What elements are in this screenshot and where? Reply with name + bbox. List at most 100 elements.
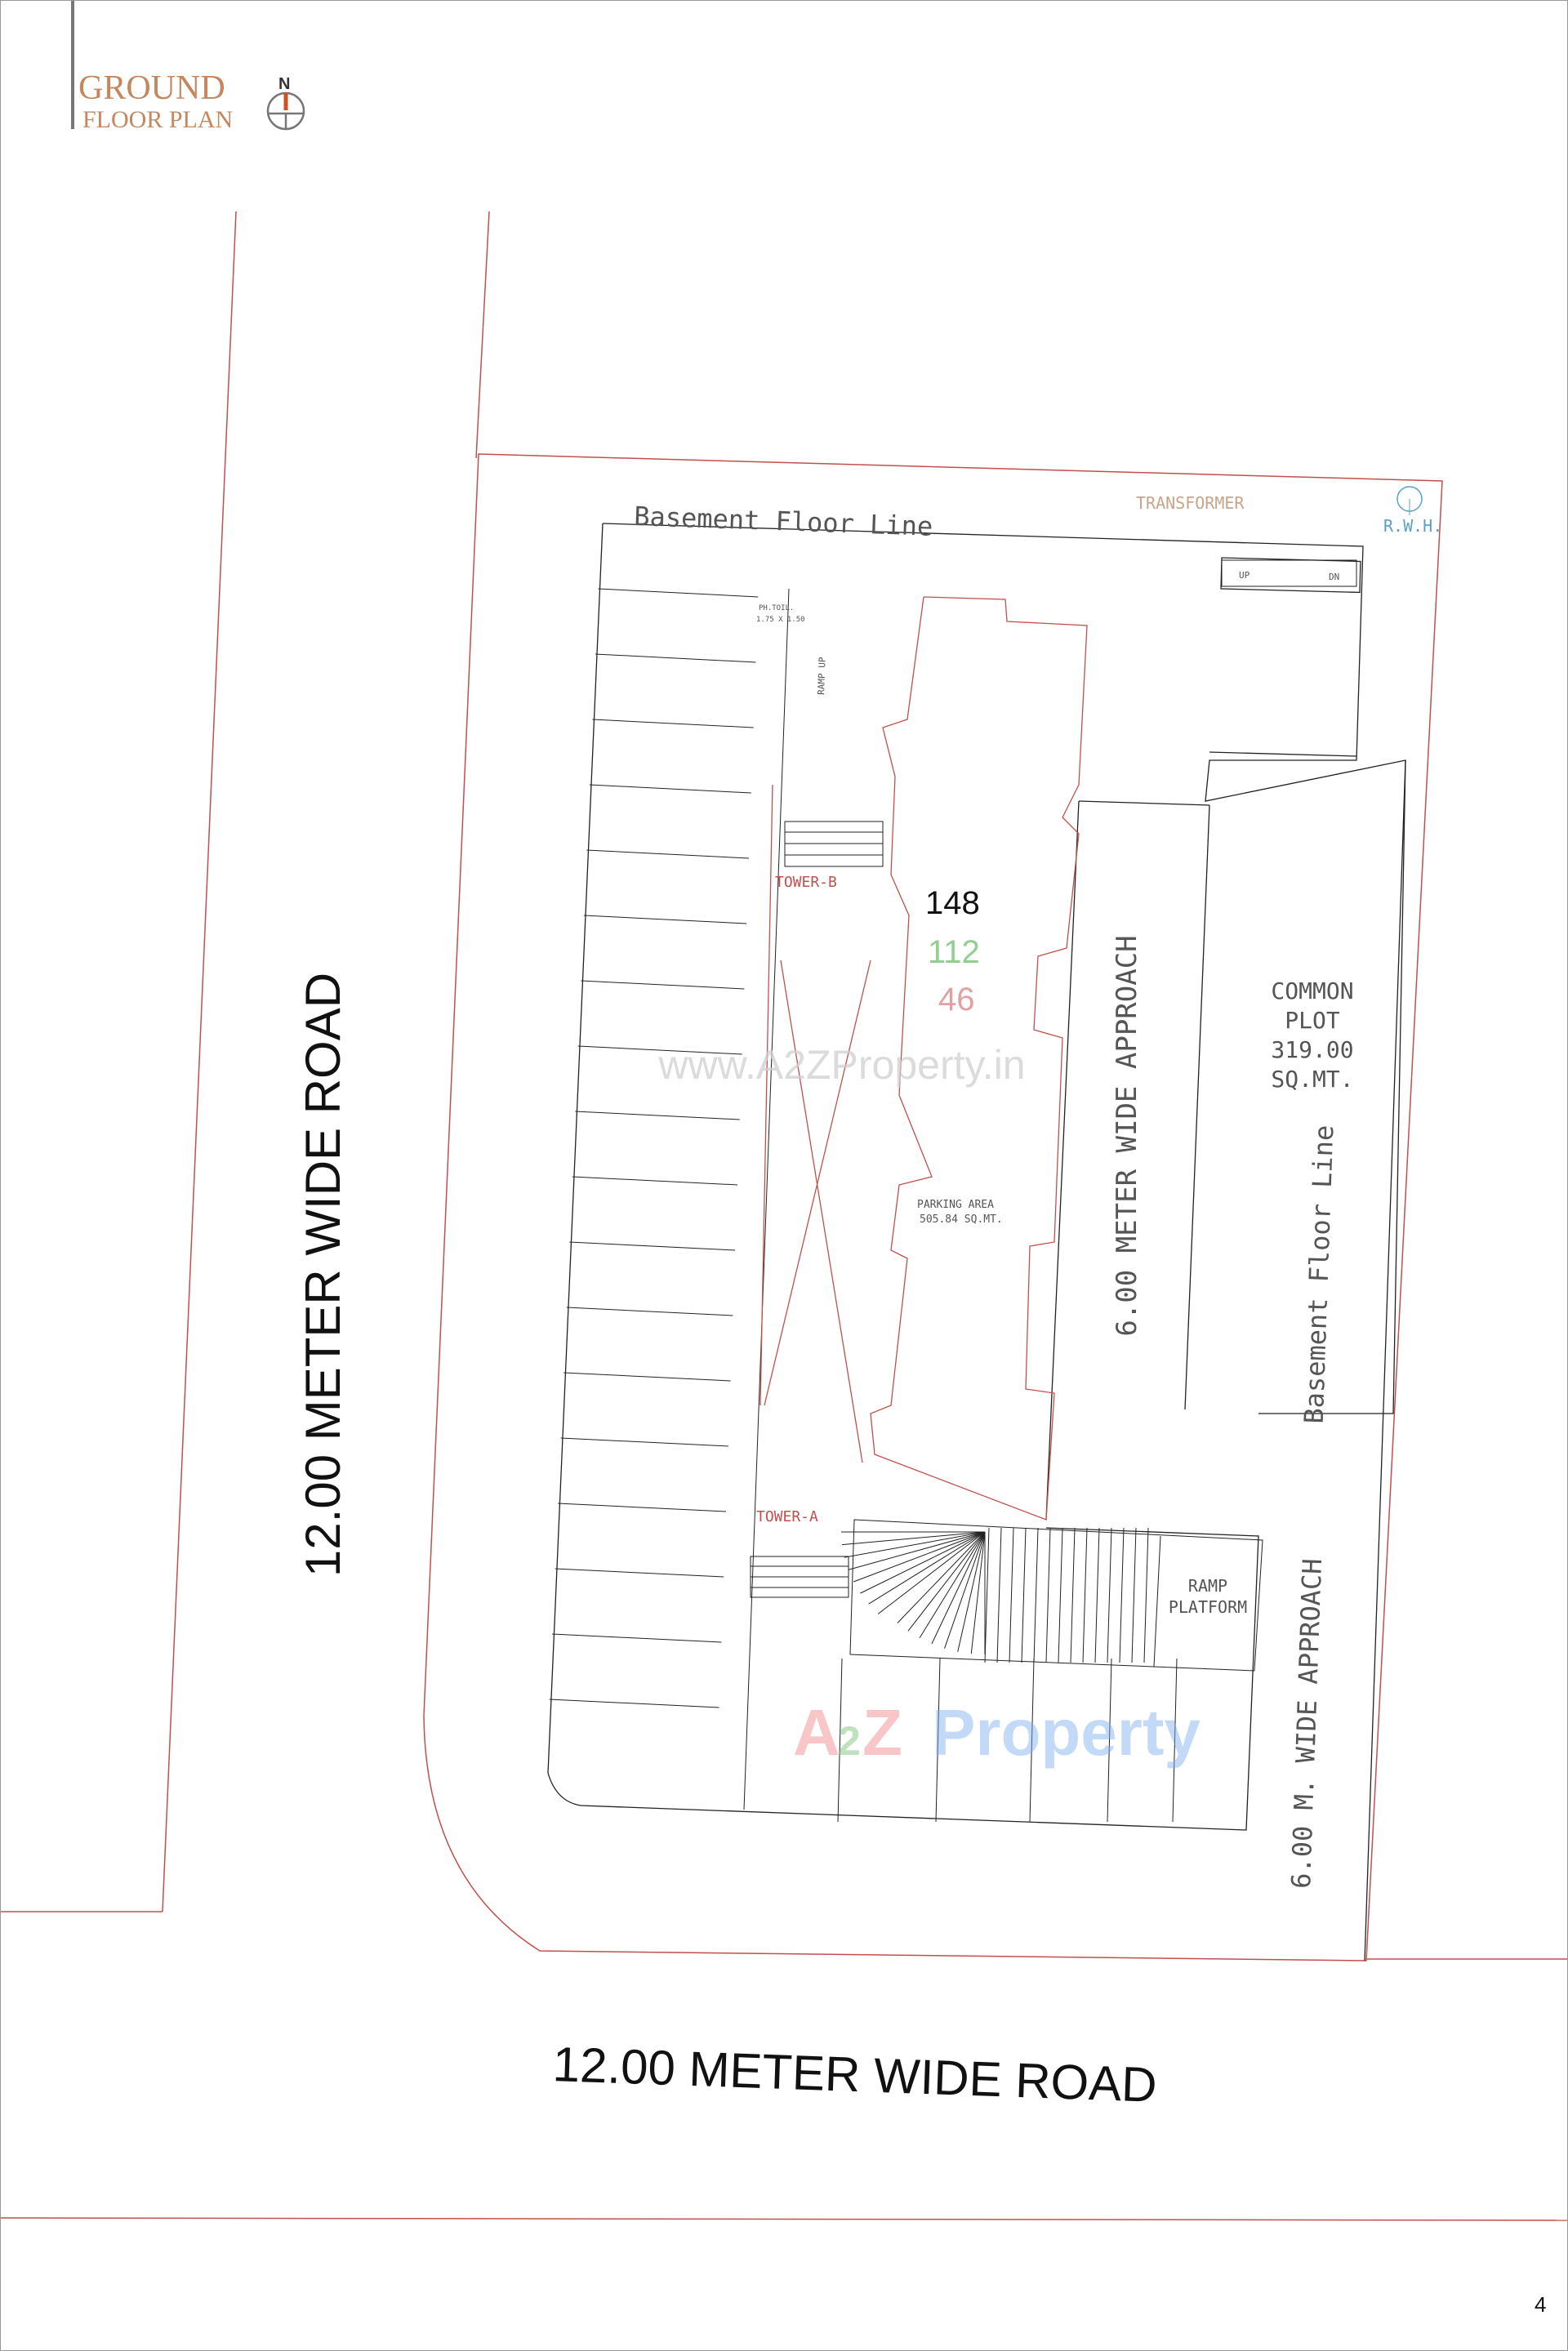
- ramp-curve-step: [848, 1531, 986, 1570]
- unit-divider: [1172, 1658, 1178, 1823]
- left-road-label: 12.00 METER WIDE ROAD: [296, 973, 350, 1577]
- left-parking-units: [549, 588, 1178, 1823]
- toilet-size: 1.75 X 1.50: [756, 616, 805, 624]
- ramp-step: [1009, 1527, 1014, 1663]
- platform-label: PLATFORM: [1169, 1597, 1247, 1617]
- ramp-curve-step: [931, 1531, 986, 1645]
- ramp-step: [984, 1527, 990, 1663]
- ramp-curve-step: [841, 1531, 986, 1546]
- common-plot-unit: SQ.MT.: [1271, 1066, 1353, 1093]
- ramp-label: RAMP: [1188, 1576, 1227, 1596]
- basement-floor-line-top: Basement Floor Line: [634, 501, 933, 542]
- logo-2: 2: [838, 1718, 861, 1764]
- unit-divider: [555, 1568, 724, 1578]
- ramp-step: [1131, 1527, 1137, 1663]
- bottom-road-label: 12.00 METER WIDE ROAD: [552, 2037, 1158, 2113]
- top-staircase-icon: [1221, 559, 1357, 587]
- stair-tower-a: [750, 1556, 849, 1598]
- ramp-step: [996, 1527, 1002, 1663]
- unit-back-wall: [743, 588, 790, 1810]
- tower-b-label: TOWER-B: [775, 874, 837, 891]
- unit-divider: [583, 915, 747, 924]
- compass-label: N: [278, 75, 290, 93]
- approach-6m-label: 6.00 METER WIDE APPROACH: [1111, 935, 1143, 1336]
- title-line-1: GROUND: [78, 69, 225, 107]
- ramp-step: [1058, 1527, 1063, 1663]
- ramp-curve-step: [853, 1531, 986, 1583]
- stair-tower-b: [784, 821, 884, 867]
- stair-up-label: UP: [1239, 570, 1250, 581]
- count-46: 46: [938, 982, 975, 1017]
- unit-divider: [558, 1503, 727, 1512]
- unit-divider: [552, 1633, 722, 1643]
- header: GROUND FLOOR PLAN N: [71, 1, 305, 133]
- ramp-curve-step: [970, 1531, 986, 1654]
- ramp-curve-step: [944, 1531, 986, 1649]
- unit-divider: [598, 588, 759, 598]
- logo-a: A: [793, 1696, 840, 1769]
- toilet-label: PH.TOIL.: [759, 604, 794, 612]
- unit-divider: [1107, 1658, 1112, 1823]
- unit-divider: [575, 1111, 740, 1120]
- ramp-curve-step: [907, 1531, 986, 1632]
- unit-divider: [566, 1307, 733, 1316]
- ramp-curve-step: [877, 1531, 986, 1614]
- common-plot-line2: PLOT: [1285, 1007, 1340, 1034]
- unit-divider: [572, 1176, 738, 1186]
- central-core: [760, 596, 1088, 1521]
- unit-divider: [592, 719, 754, 728]
- building-outline: [547, 523, 1406, 1961]
- stair-dn-label: DN: [1329, 572, 1339, 582]
- ramp-up-label: RAMP UP: [816, 657, 828, 695]
- unit-divider: [581, 980, 745, 990]
- ramp-curve-step: [897, 1531, 986, 1623]
- logo-watermark: A 2 Z Property: [793, 1696, 1200, 1769]
- ramp-step: [1021, 1527, 1027, 1663]
- unit-divider: [1029, 1658, 1035, 1823]
- rwh-label: R.W.H.: [1383, 516, 1442, 536]
- ramp-curve-step: [957, 1531, 986, 1652]
- approach-6m-short-label: 6.00 M. WIDE APPROACH: [1285, 1558, 1328, 1890]
- unit-divider: [589, 784, 751, 794]
- unit-divider: [595, 653, 756, 663]
- ramp: [841, 1519, 1263, 1672]
- unit-divider: [564, 1372, 731, 1382]
- ramp-step: [1033, 1527, 1039, 1663]
- unit-divider: [935, 1658, 941, 1823]
- ramp-step: [1082, 1527, 1088, 1663]
- basement-floor-line-right: Basement Floor Line: [1298, 1124, 1340, 1424]
- plot-boundary: [423, 453, 1443, 1961]
- parking-area-label: PARKING AREA: [917, 1199, 994, 1211]
- parking-area-value: 505.84 SQ.MT.: [920, 1213, 1003, 1226]
- common-plot-line1: COMMON: [1271, 977, 1353, 1004]
- ramp-curve-step: [844, 1531, 986, 1558]
- unit-divider: [837, 1658, 843, 1823]
- unit-divider: [569, 1241, 736, 1251]
- unit-divider: [560, 1437, 728, 1447]
- tower-a-label: TOWER-A: [756, 1508, 818, 1525]
- ramp-curve-step: [868, 1531, 986, 1605]
- common-plot-area: 319.00: [1271, 1036, 1353, 1063]
- ramp-step: [1107, 1527, 1112, 1663]
- count-112: 112: [928, 934, 980, 970]
- logo-word: Property: [932, 1696, 1200, 1769]
- ramp-curve-step: [860, 1531, 986, 1594]
- ramp-step: [1119, 1527, 1125, 1663]
- count-148: 148: [925, 885, 980, 921]
- ramp-step: [1143, 1527, 1149, 1663]
- ramp-step: [1070, 1527, 1076, 1663]
- ramp-step: [1094, 1527, 1100, 1663]
- url-watermark: www.A2ZProperty.in: [657, 1042, 1025, 1088]
- title-line-2: FLOOR PLAN: [82, 106, 233, 133]
- ramp-step: [1045, 1527, 1051, 1663]
- unit-divider: [577, 1045, 742, 1055]
- page-number: 4: [1535, 2292, 1546, 2317]
- logo-z: Z: [862, 1696, 902, 1769]
- unit-divider: [549, 1699, 719, 1708]
- north-compass-icon: N: [266, 75, 305, 131]
- unit-divider: [586, 849, 750, 859]
- ramp-curve-step: [919, 1531, 986, 1639]
- rwh-icon: [1396, 486, 1423, 515]
